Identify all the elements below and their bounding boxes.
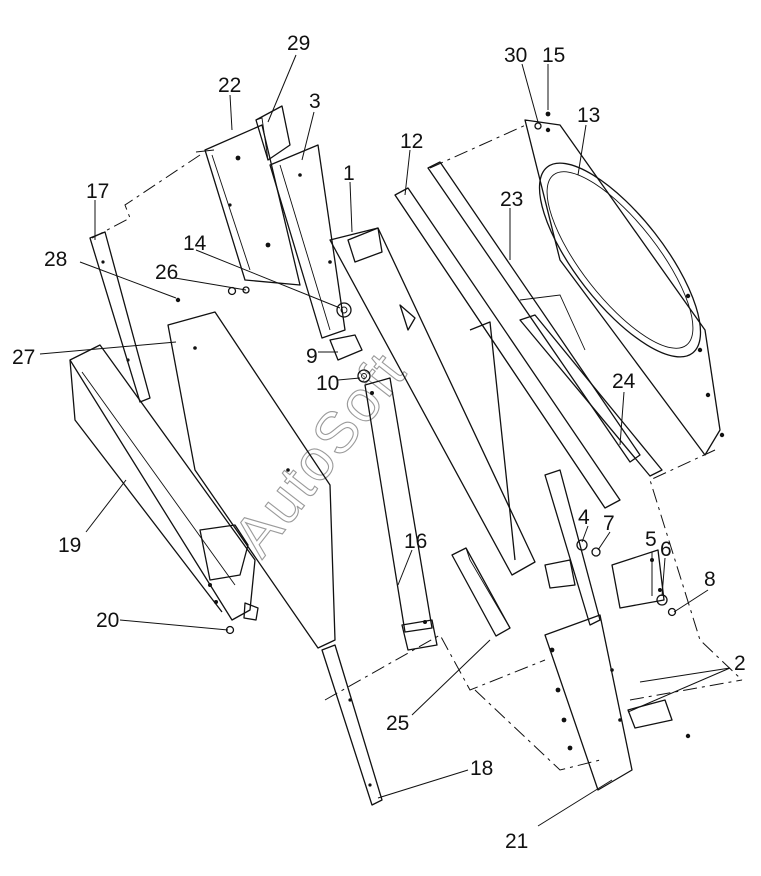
callout-23: 23 xyxy=(500,188,523,211)
part-9-bracket-clip xyxy=(329,334,363,361)
callout-30: 30 xyxy=(504,44,527,67)
callout-14: 14 xyxy=(183,232,207,255)
part-27-shroud-plate xyxy=(167,311,336,649)
part-10-nut xyxy=(357,369,374,395)
callout-2: 2 xyxy=(734,652,746,675)
callout-6: 6 xyxy=(660,538,672,561)
part-23-shroud-strip xyxy=(427,161,641,463)
part-30-washer xyxy=(534,122,542,130)
part-28-bolt xyxy=(175,297,181,303)
callout-17: 17 xyxy=(86,180,109,203)
callout-18: 18 xyxy=(470,757,493,780)
part-8-bolt xyxy=(667,607,677,617)
part-22-upper-bracket xyxy=(195,124,301,286)
callout-labels: 29 22 3 1 12 30 15 13 23 24 17 28 27 14 … xyxy=(12,32,746,853)
part-18-side-strip xyxy=(321,644,383,806)
part-3-bracket xyxy=(269,144,346,339)
callout-16: 16 xyxy=(404,530,427,553)
callout-3: 3 xyxy=(309,90,321,113)
leader-lines xyxy=(39,54,731,827)
callout-20: 20 xyxy=(96,609,119,632)
part-25-foam-block xyxy=(451,547,511,637)
part-21-lower-bracket xyxy=(544,614,633,791)
part-14-grommet xyxy=(336,302,352,318)
part-7-washer xyxy=(591,547,601,557)
part-15-bolt xyxy=(545,111,551,117)
callout-10: 10 xyxy=(316,372,339,395)
callout-5: 5 xyxy=(645,528,657,551)
callout-26: 26 xyxy=(155,261,178,284)
callout-28: 28 xyxy=(44,248,67,271)
part-26-bolt xyxy=(227,286,250,296)
callout-13: 13 xyxy=(577,104,600,127)
callout-12: 12 xyxy=(400,130,423,153)
callout-15: 15 xyxy=(542,44,565,67)
part-29-block xyxy=(255,105,291,161)
part-5-bracket-plate xyxy=(544,559,576,589)
callout-27: 27 xyxy=(12,346,35,369)
callout-1: 1 xyxy=(343,162,355,185)
callout-25: 25 xyxy=(386,712,409,735)
callout-21: 21 xyxy=(505,830,528,853)
part-1-tube xyxy=(329,227,536,576)
part-2-bracket xyxy=(544,469,691,739)
part-24-shroud-strip xyxy=(519,314,663,477)
part-12-bar xyxy=(394,187,621,509)
callout-22: 22 xyxy=(218,74,241,97)
part-16-pipe xyxy=(364,377,438,651)
part-19-radiator-core xyxy=(69,344,259,621)
part-13-fan-shroud xyxy=(524,119,725,456)
part-17-side-strip xyxy=(89,231,151,403)
callout-19: 19 xyxy=(58,534,81,557)
callout-7: 7 xyxy=(603,512,615,535)
part-4-washer xyxy=(576,539,588,551)
callout-29: 29 xyxy=(287,32,310,55)
callout-8: 8 xyxy=(704,568,716,591)
callout-9: 9 xyxy=(306,345,318,368)
callout-4: 4 xyxy=(578,506,590,529)
assembly-lines xyxy=(91,123,743,771)
callout-24: 24 xyxy=(612,370,636,393)
